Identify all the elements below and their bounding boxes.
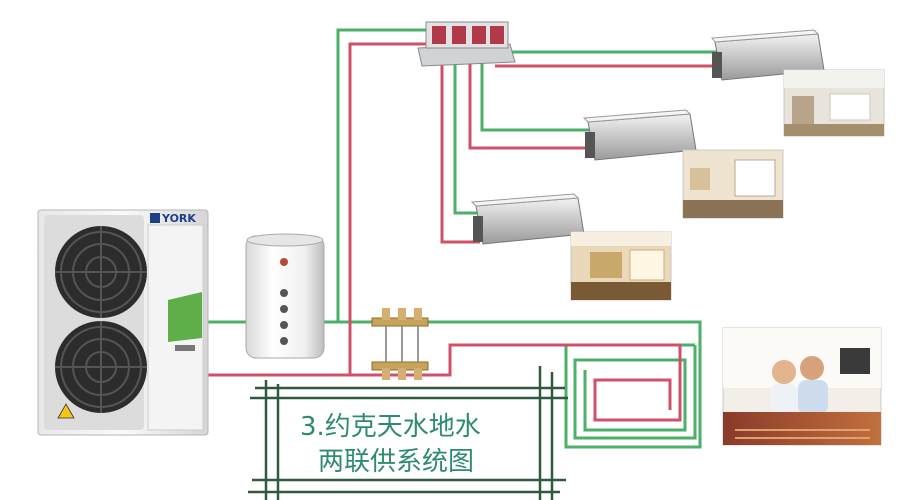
room-photo-living-room [783, 69, 885, 137]
return-fancoil-low [440, 62, 480, 244]
york-logo-text: YORK [161, 212, 196, 225]
tank-port-icon [280, 289, 288, 297]
return-fancoil-mid [468, 62, 595, 150]
floor-loop-supply [573, 345, 697, 440]
caption-frame [248, 366, 568, 500]
return-pipes [208, 42, 720, 422]
room-photo-meeting-room [682, 149, 784, 219]
york-logo-icon [150, 213, 160, 223]
fan-coil-distributor [417, 21, 516, 67]
pipe-network [208, 28, 720, 449]
caption-title-line2: 两联供系统图 [318, 447, 474, 477]
caption-title-line1: 3.约克天水地水 [300, 412, 481, 442]
buffer-water-tank [245, 233, 325, 359]
tank-port-icon [280, 337, 288, 345]
supply-fancoil-low [453, 62, 480, 215]
room-photo-family-floor-heating [722, 327, 882, 446]
green-decal [168, 292, 202, 342]
tank-port-icon [280, 305, 288, 313]
warning-icon [57, 403, 75, 419]
supply-fancoil-mid [480, 62, 590, 132]
return-main-riser [208, 42, 430, 377]
fan-coil-unit-mid [582, 109, 697, 161]
fan-top-icon [55, 226, 147, 318]
outdoor-heat-pump-unit: YORK [37, 209, 209, 436]
room-photo-bedroom [570, 231, 672, 301]
fan-bottom-icon [55, 321, 147, 413]
tank-port-icon [280, 321, 288, 329]
supply-pipes [208, 28, 720, 449]
fan-coil-unit-low [470, 193, 585, 245]
return-from-manifold [350, 343, 682, 422]
floor-heating-manifold [371, 308, 429, 380]
tank-port-icon [280, 258, 288, 266]
badge-plate [175, 345, 195, 351]
